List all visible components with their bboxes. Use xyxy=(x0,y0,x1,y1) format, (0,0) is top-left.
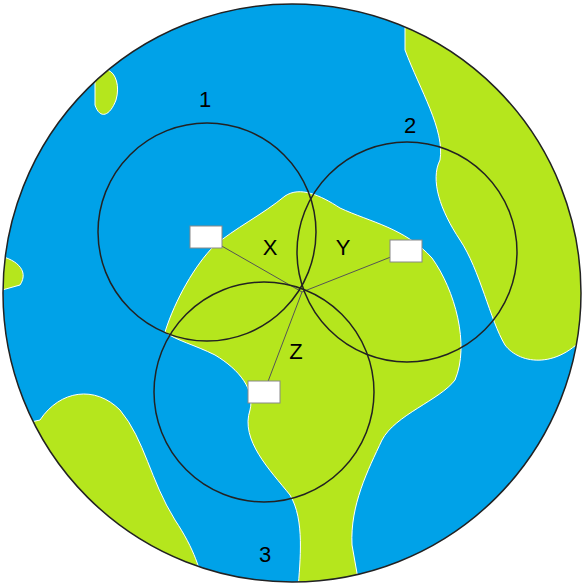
circle-ring xyxy=(297,142,517,362)
range-circle: 3 xyxy=(153,281,375,503)
top-left-land xyxy=(95,70,118,115)
right-land xyxy=(405,0,584,360)
circle-ring xyxy=(154,282,374,502)
circle-number: 2 xyxy=(404,115,416,137)
station-box xyxy=(390,240,422,262)
distance-lines xyxy=(206,237,406,392)
circle-number: 1 xyxy=(199,89,211,111)
circle-number: 3 xyxy=(259,544,271,566)
globe-outline xyxy=(3,4,581,582)
distance-letter: Z xyxy=(289,341,302,363)
circle-outline xyxy=(97,122,317,342)
circle-outline xyxy=(153,281,375,503)
stations xyxy=(190,226,422,403)
distance-line xyxy=(264,292,302,392)
station-box xyxy=(190,226,222,248)
station-box xyxy=(248,381,280,403)
distance-letter: Y xyxy=(336,237,351,259)
central-land xyxy=(165,192,461,586)
circle-outline xyxy=(296,141,518,363)
range-circle: 2 xyxy=(296,141,518,363)
distance-letter: X xyxy=(263,237,278,259)
range-circle: 1 xyxy=(97,122,317,342)
circle-ring xyxy=(98,123,316,341)
